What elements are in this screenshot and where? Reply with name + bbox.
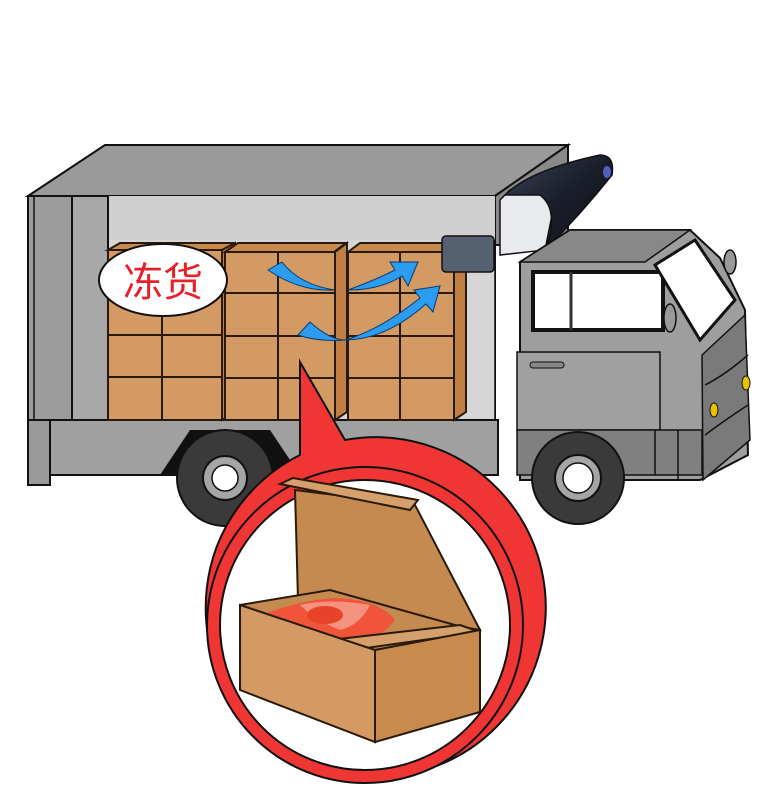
airflow-arrow-icon [267, 261, 336, 291]
truck-cab [516, 229, 751, 482]
meat-icon [262, 598, 395, 646]
headlight-icon [741, 375, 751, 391]
open-box-with-meat [239, 476, 482, 744]
airflow-arrow-icon [297, 285, 441, 341]
front-wheel [531, 431, 625, 525]
airflow-arrow-icon [347, 261, 419, 291]
headlight-icon [709, 402, 719, 418]
frozen-goods-text: 冻货 [123, 260, 203, 306]
frozen-goods-label: 冻货 [98, 243, 228, 317]
refrigeration-unit [441, 154, 614, 273]
cold-airflow-arrows [267, 261, 441, 341]
rear-wheel [160, 429, 300, 527]
